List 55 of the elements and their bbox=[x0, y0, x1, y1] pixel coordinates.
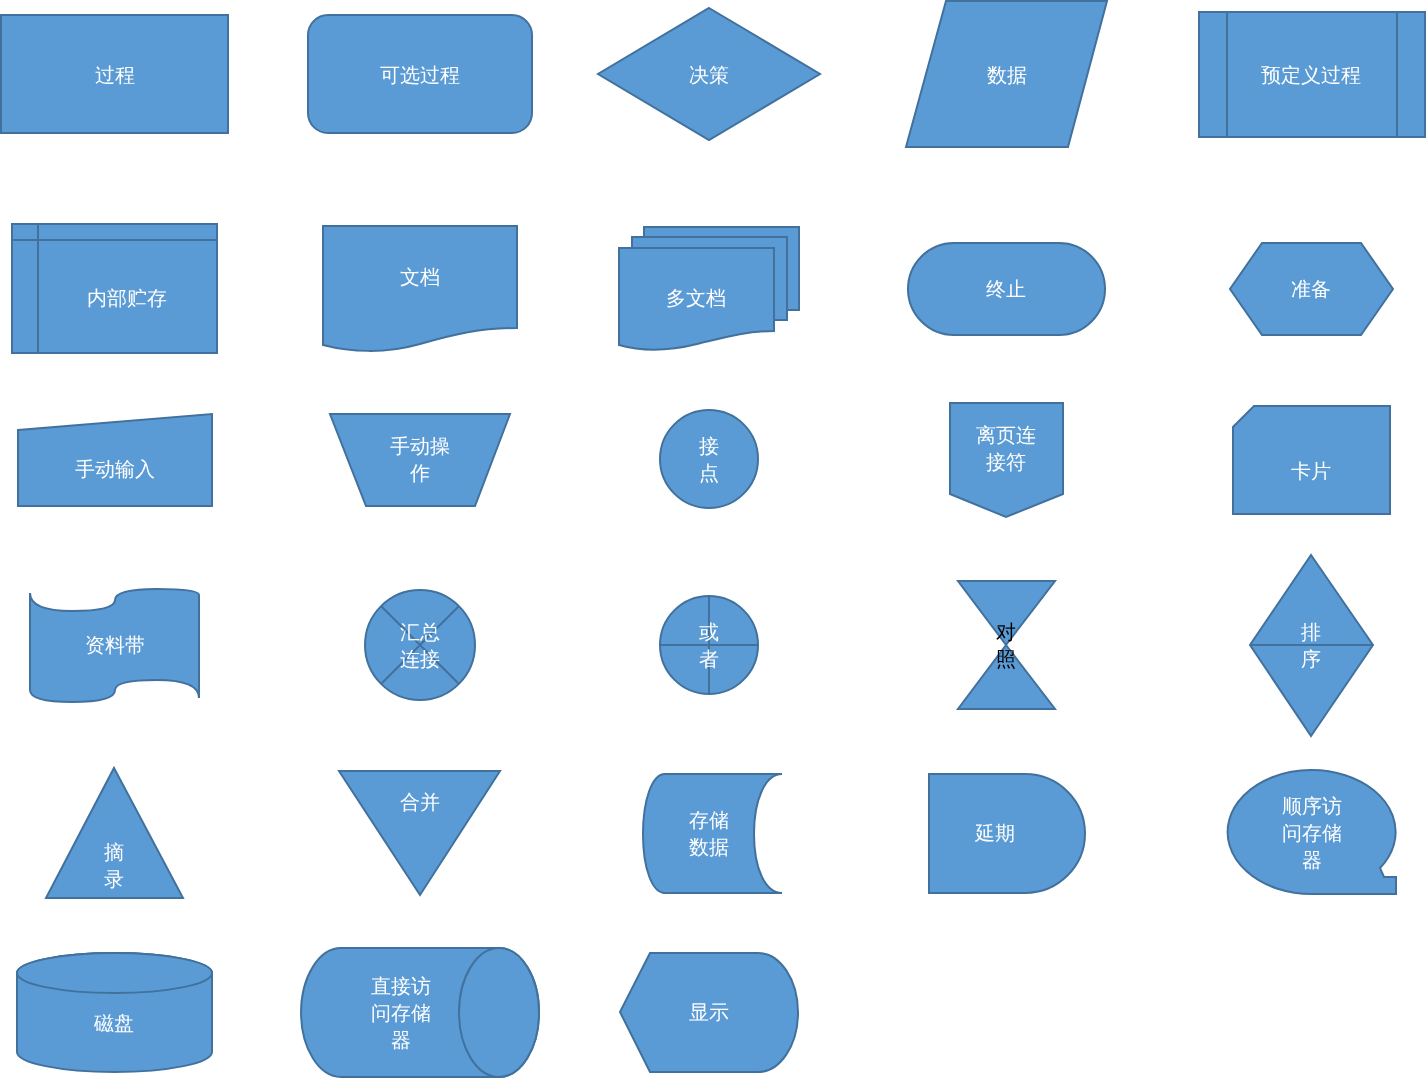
node-text: 排序 bbox=[1300, 619, 1322, 673]
document-shape bbox=[323, 226, 517, 353]
delay-shape bbox=[929, 774, 1085, 893]
node-text: 合并 bbox=[400, 788, 440, 816]
process-box bbox=[1, 15, 228, 133]
punched-tape-shape bbox=[30, 589, 199, 702]
connector-circle bbox=[660, 410, 758, 508]
sequential-storage-shape bbox=[1228, 770, 1396, 894]
node-text: 卡片 bbox=[1291, 457, 1331, 485]
node-text: 可选过程 bbox=[380, 61, 460, 89]
collate-hourglass bbox=[958, 581, 1055, 709]
preparation-hexagon bbox=[1230, 243, 1393, 335]
internal-storage-box bbox=[12, 224, 217, 353]
extract-triangle bbox=[46, 768, 183, 898]
display-shape bbox=[620, 953, 798, 1072]
node-text: 文档 bbox=[400, 263, 440, 291]
node-text: 内部贮存 bbox=[87, 284, 167, 312]
node-text: 接点 bbox=[698, 433, 720, 487]
or-circle bbox=[660, 596, 758, 694]
disk-cylinder bbox=[17, 953, 212, 1072]
summing-junction-circle bbox=[365, 590, 475, 700]
node-text: 直接访问存储器 bbox=[370, 972, 432, 1054]
node-text: 或者 bbox=[698, 619, 720, 673]
predefined-process-box bbox=[1199, 12, 1425, 137]
data-parallelogram bbox=[906, 1, 1107, 147]
node-text: 延期 bbox=[975, 819, 1015, 847]
node-text: 手动操作 bbox=[389, 433, 451, 487]
node-text: 准备 bbox=[1291, 275, 1331, 303]
manual-operation-trapezoid bbox=[330, 414, 510, 506]
manual-input-shape bbox=[18, 414, 212, 506]
node-text: 汇总连接 bbox=[399, 619, 441, 673]
stored-data-shape bbox=[643, 774, 782, 893]
merge-triangle bbox=[339, 771, 500, 895]
node-text: 对照 bbox=[995, 619, 1017, 673]
node-text: 决策 bbox=[689, 61, 729, 89]
rounded-box bbox=[308, 15, 532, 133]
node-text: 数据 bbox=[987, 61, 1027, 89]
off-page-connector-shape bbox=[950, 403, 1063, 517]
node-text: 多文档 bbox=[666, 284, 726, 312]
node-text: 显示 bbox=[689, 998, 729, 1026]
node-text: 存储数据 bbox=[688, 807, 730, 861]
node-text: 终止 bbox=[986, 275, 1026, 303]
node-text: 磁盘 bbox=[94, 1009, 134, 1037]
node-text: 摘录 bbox=[103, 839, 125, 893]
node-text: 预定义过程 bbox=[1261, 61, 1361, 89]
node-text: 过程 bbox=[95, 61, 135, 89]
multi-document-shape bbox=[619, 227, 799, 353]
direct-access-cylinder bbox=[301, 948, 539, 1077]
node-text: 顺序访问存储器 bbox=[1281, 792, 1343, 874]
card-shape bbox=[1233, 406, 1390, 514]
node-text: 离页连接符 bbox=[975, 422, 1037, 476]
node-text: 资料带 bbox=[85, 631, 145, 659]
node-text: 手动输入 bbox=[75, 455, 155, 483]
decision-diamond bbox=[598, 8, 820, 140]
sort-diamond bbox=[1250, 555, 1373, 736]
